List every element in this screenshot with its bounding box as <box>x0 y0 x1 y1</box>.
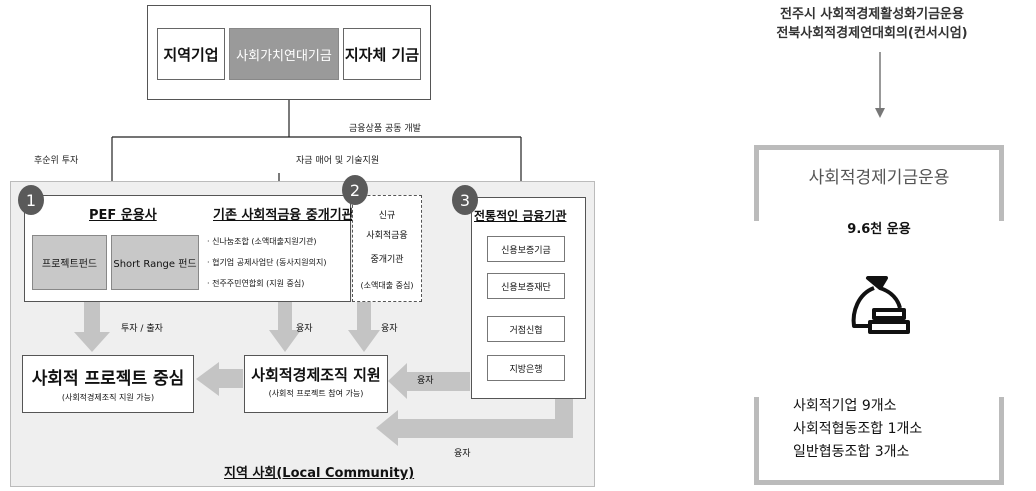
fund-label: 프로젝트펀드 <box>41 259 98 270</box>
finance-item-label: 신용보증기금 <box>501 245 551 256</box>
stat-social-coop: 사회적협동조합 1개소 <box>793 421 923 437</box>
finance-item-label: 거점신협 <box>509 325 543 336</box>
social-project-box: 사회적 프로젝트 중심 (사회적경제조직 지원 가능) <box>22 355 194 413</box>
flow-arrows <box>74 302 573 446</box>
fund-operator-heading-2: 전북사회적경제연대회의(컨서시엄) <box>776 26 968 41</box>
new-intermediary-line: 중개기관 <box>370 255 404 265</box>
traditional-finance-title: 전통적인 금융기관 <box>474 209 567 223</box>
label-invest: 투자 / 출자 <box>121 324 163 334</box>
stat-social-enterprise: 사회적기업 9개소 <box>793 398 897 414</box>
label-joint-development: 금융상품 공동 개발 <box>349 124 421 134</box>
top-box-label: 사회가치연대기금 <box>236 48 332 64</box>
social-project-title: 사회적 프로젝트 중심 <box>31 369 185 389</box>
top-box-local-gov-fund: 지자체 기금 <box>343 28 421 80</box>
top-box-label: 지자체 기금 <box>344 45 420 64</box>
section-number-2: 2 <box>342 175 368 205</box>
label-loan: 융자 <box>454 449 471 459</box>
top-box-local-companies: 지역기업 <box>157 28 225 80</box>
fund-amount: 9.6천 운용 <box>847 222 911 237</box>
fund-panel-top-bracket <box>754 145 1004 221</box>
new-intermediary-box <box>352 195 422 302</box>
label-funding-support: 자금 매어 및 기술지원 <box>296 156 380 166</box>
social-project-sub: (사회적경제조직 지원 가능) <box>61 393 155 402</box>
top-box-social-value-fund: 사회가치연대기금 <box>229 28 339 80</box>
short-range-fund-box: Short Range 펀드 <box>111 235 199 290</box>
money-bag-icon <box>851 276 910 334</box>
existing-item: · 신나눔조합 (소액대출지원기관) <box>207 237 317 246</box>
label-loan: 융자 <box>417 376 434 386</box>
finance-item-label: 지방은행 <box>509 364 543 375</box>
finance-item-box: 신용보증재단 <box>487 273 565 299</box>
social-support-sub: (사회적 프로젝트 참여 가능) <box>268 389 364 398</box>
new-intermediary-line: (소액대출 중심) <box>360 281 414 290</box>
fund-title: 사회적경제기금운용 <box>808 168 950 188</box>
social-economy-support-box: 사회적경제조직 지원 (사회적 프로젝트 참여 가능) <box>244 355 388 413</box>
new-intermediary-line: 신규 <box>378 211 396 221</box>
finance-item-box: 지방은행 <box>487 355 565 381</box>
existing-intermediary-title: 기존 사회적금융 중개기관 <box>213 208 354 223</box>
local-community-label: 지역 사회(Local Community) <box>224 466 415 481</box>
stat-general-coop: 일반협동조합 3개소 <box>793 444 910 460</box>
pef-operator-title: PEF 운용사 <box>89 208 157 223</box>
project-fund-box: 프로젝트펀드 <box>32 235 107 290</box>
existing-item: · 협기업 공제사업단 (동사지원의지) <box>207 258 327 267</box>
social-support-title: 사회적경제조직 지원 <box>251 366 381 384</box>
new-intermediary-line: 사회적금융 <box>366 231 408 241</box>
label-loan: 융자 <box>381 324 398 334</box>
finance-item-box: 거점신협 <box>487 316 565 342</box>
top-box-label: 지역기업 <box>163 45 219 64</box>
fund-operator-heading-1: 전주시 사회적경제활성화기금운용 <box>780 7 964 22</box>
label-loan: 융자 <box>296 324 313 334</box>
fund-label: Short Range 펀드 <box>113 259 197 270</box>
fund-panel-bottom-bracket <box>754 397 1004 485</box>
section-number-1: 1 <box>18 185 44 215</box>
finance-item-label: 신용보증재단 <box>501 282 551 293</box>
section-number-3: 3 <box>452 185 478 215</box>
existing-item: · 전주주민연합회 (지원 중심) <box>207 279 305 288</box>
down-arrow <box>875 52 885 118</box>
finance-item-box: 신용보증기금 <box>487 236 565 262</box>
label-subordinate-investment: 후순위 투자 <box>34 156 79 166</box>
